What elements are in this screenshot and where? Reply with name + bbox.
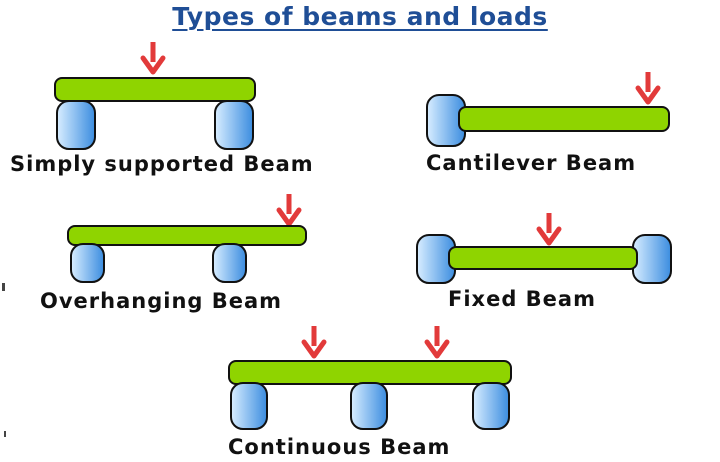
load-arrow [276, 194, 302, 227]
margin-mark [2, 283, 5, 291]
simply-supported-label: Simply supported Beam [10, 152, 314, 176]
beam-bar [67, 225, 307, 246]
overhanging-label: Overhanging Beam [40, 289, 283, 313]
diagram-title: Types of beams and loads [172, 2, 548, 31]
fixed-support-right [632, 234, 672, 284]
fixed-label: Fixed Beam [448, 287, 596, 311]
beam-bar [54, 77, 256, 102]
load-arrow-left [301, 326, 327, 359]
beam-bar [228, 360, 512, 385]
continuous-label: Continuous Beam [228, 435, 451, 459]
load-arrow [536, 213, 562, 246]
support-left [230, 382, 268, 430]
margin-mark [4, 431, 6, 437]
load-arrow-right [424, 326, 450, 359]
support-right [214, 100, 254, 150]
support-left [56, 100, 96, 150]
support-right [212, 243, 247, 283]
cantilever-label: Cantilever Beam [426, 151, 637, 175]
beam-bar [458, 106, 670, 132]
load-arrow [635, 72, 661, 105]
support-right [472, 382, 510, 430]
support-middle [350, 382, 388, 430]
support-left [70, 243, 105, 283]
beam-bar [448, 246, 638, 270]
load-arrow [140, 42, 166, 75]
